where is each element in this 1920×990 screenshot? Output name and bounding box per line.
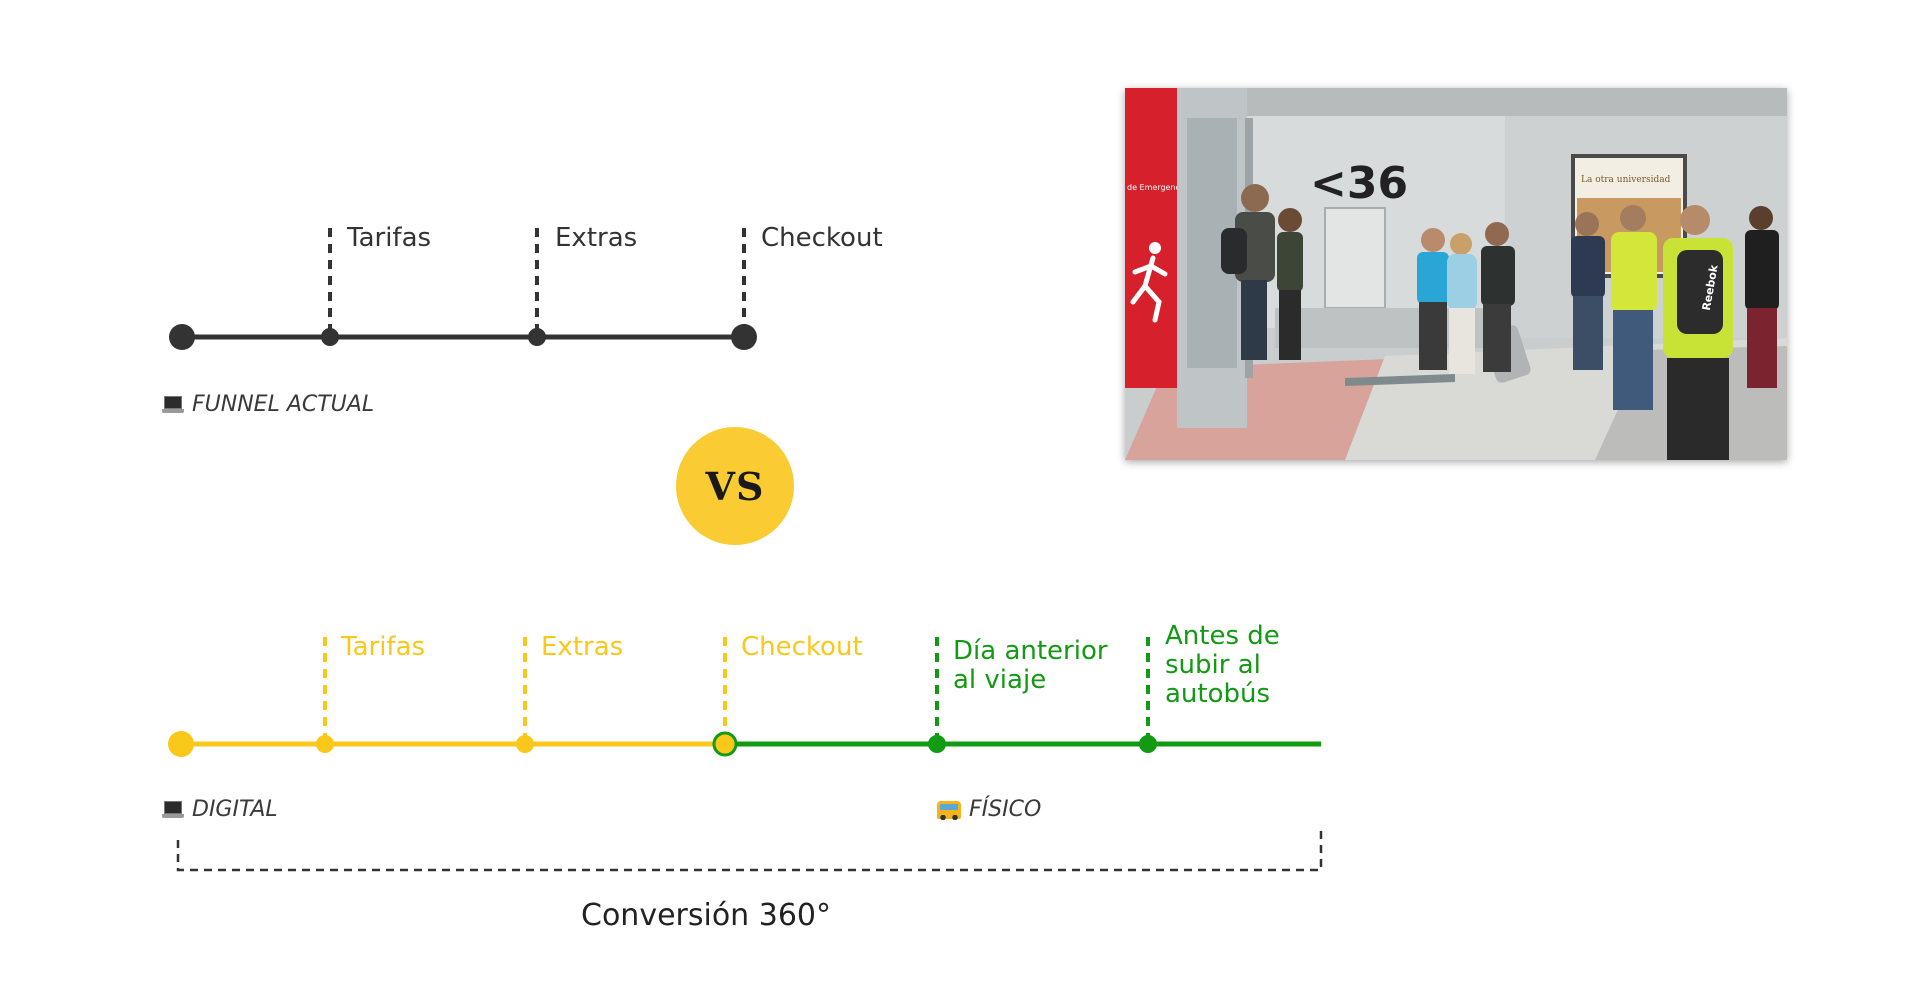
red-panel-text: de Emergencia — [1127, 183, 1187, 192]
funnel-actual-node-tarifas — [321, 328, 339, 346]
digital-node-tarifas — [316, 735, 334, 753]
digital-start-node — [168, 731, 194, 757]
physical-step-dia-anterior-line1: Día anterior — [953, 636, 1108, 666]
funnel-actual-node-extras — [528, 328, 546, 346]
vs-badge: VS — [676, 427, 794, 545]
physical-step-antes-subir-line3: autobús — [1165, 679, 1271, 709]
conversion-bracket — [176, 825, 1323, 872]
physical-step-dia-anterior: Día anterior al viaje — [953, 637, 1108, 695]
physical-step-dia-anterior-line2: al viaje — [953, 665, 1047, 695]
physical-step-antes-subir-line2: subir al — [1165, 650, 1261, 680]
bus-icon — [937, 800, 961, 820]
physical-node-dia-anterior — [928, 735, 946, 753]
digital-caption: DIGITAL — [162, 797, 278, 822]
fisico-caption-text: FÍSICO — [969, 797, 1042, 822]
poster-text: La otra universidad — [1581, 175, 1671, 185]
people-group: Reebok — [1221, 184, 1779, 460]
physical-step-antes-subir: Antes de subir al autobús — [1165, 622, 1280, 709]
funnel-actual-node-checkout — [731, 324, 757, 350]
fisico-caption: FÍSICO — [937, 797, 1041, 822]
digital-node-extras — [516, 735, 534, 753]
transition-node-checkout — [712, 731, 738, 757]
gate-sign: <36 — [1310, 158, 1408, 209]
laptop-icon — [162, 800, 184, 819]
digital-step-tarifas: Tarifas — [341, 632, 426, 662]
funnel-actual-step-tarifas: Tarifas — [347, 223, 432, 253]
digital-caption-text: DIGITAL — [192, 797, 278, 822]
vs-label: VS — [705, 463, 765, 509]
physical-step-antes-subir-line1: Antes de — [1165, 621, 1280, 651]
digital-step-extras: Extras — [541, 632, 624, 662]
funnel-actual-step-extras: Extras — [555, 223, 638, 253]
funnel-actual-caption: FUNNEL ACTUAL — [162, 392, 374, 417]
funnel-actual-step-checkout: Checkout — [761, 223, 883, 253]
funnel-actual-timeline — [169, 228, 757, 350]
laptop-icon — [162, 395, 184, 414]
physical-node-antes-subir — [1139, 735, 1157, 753]
conversion-label: Conversión 360° — [581, 898, 831, 933]
funnel-actual-start-node — [169, 324, 195, 350]
emergency-exit-icon — [1130, 242, 1168, 323]
funnel-360-timeline — [168, 637, 1321, 757]
digital-step-checkout: Checkout — [741, 632, 863, 662]
funnel-actual-caption-text: FUNNEL ACTUAL — [192, 392, 375, 417]
bus-gate-photo-illustration: de Emergencia <36 La otra universidad — [1125, 88, 1787, 460]
bus-gate-photo: de Emergencia <36 La otra universidad — [1125, 88, 1787, 460]
